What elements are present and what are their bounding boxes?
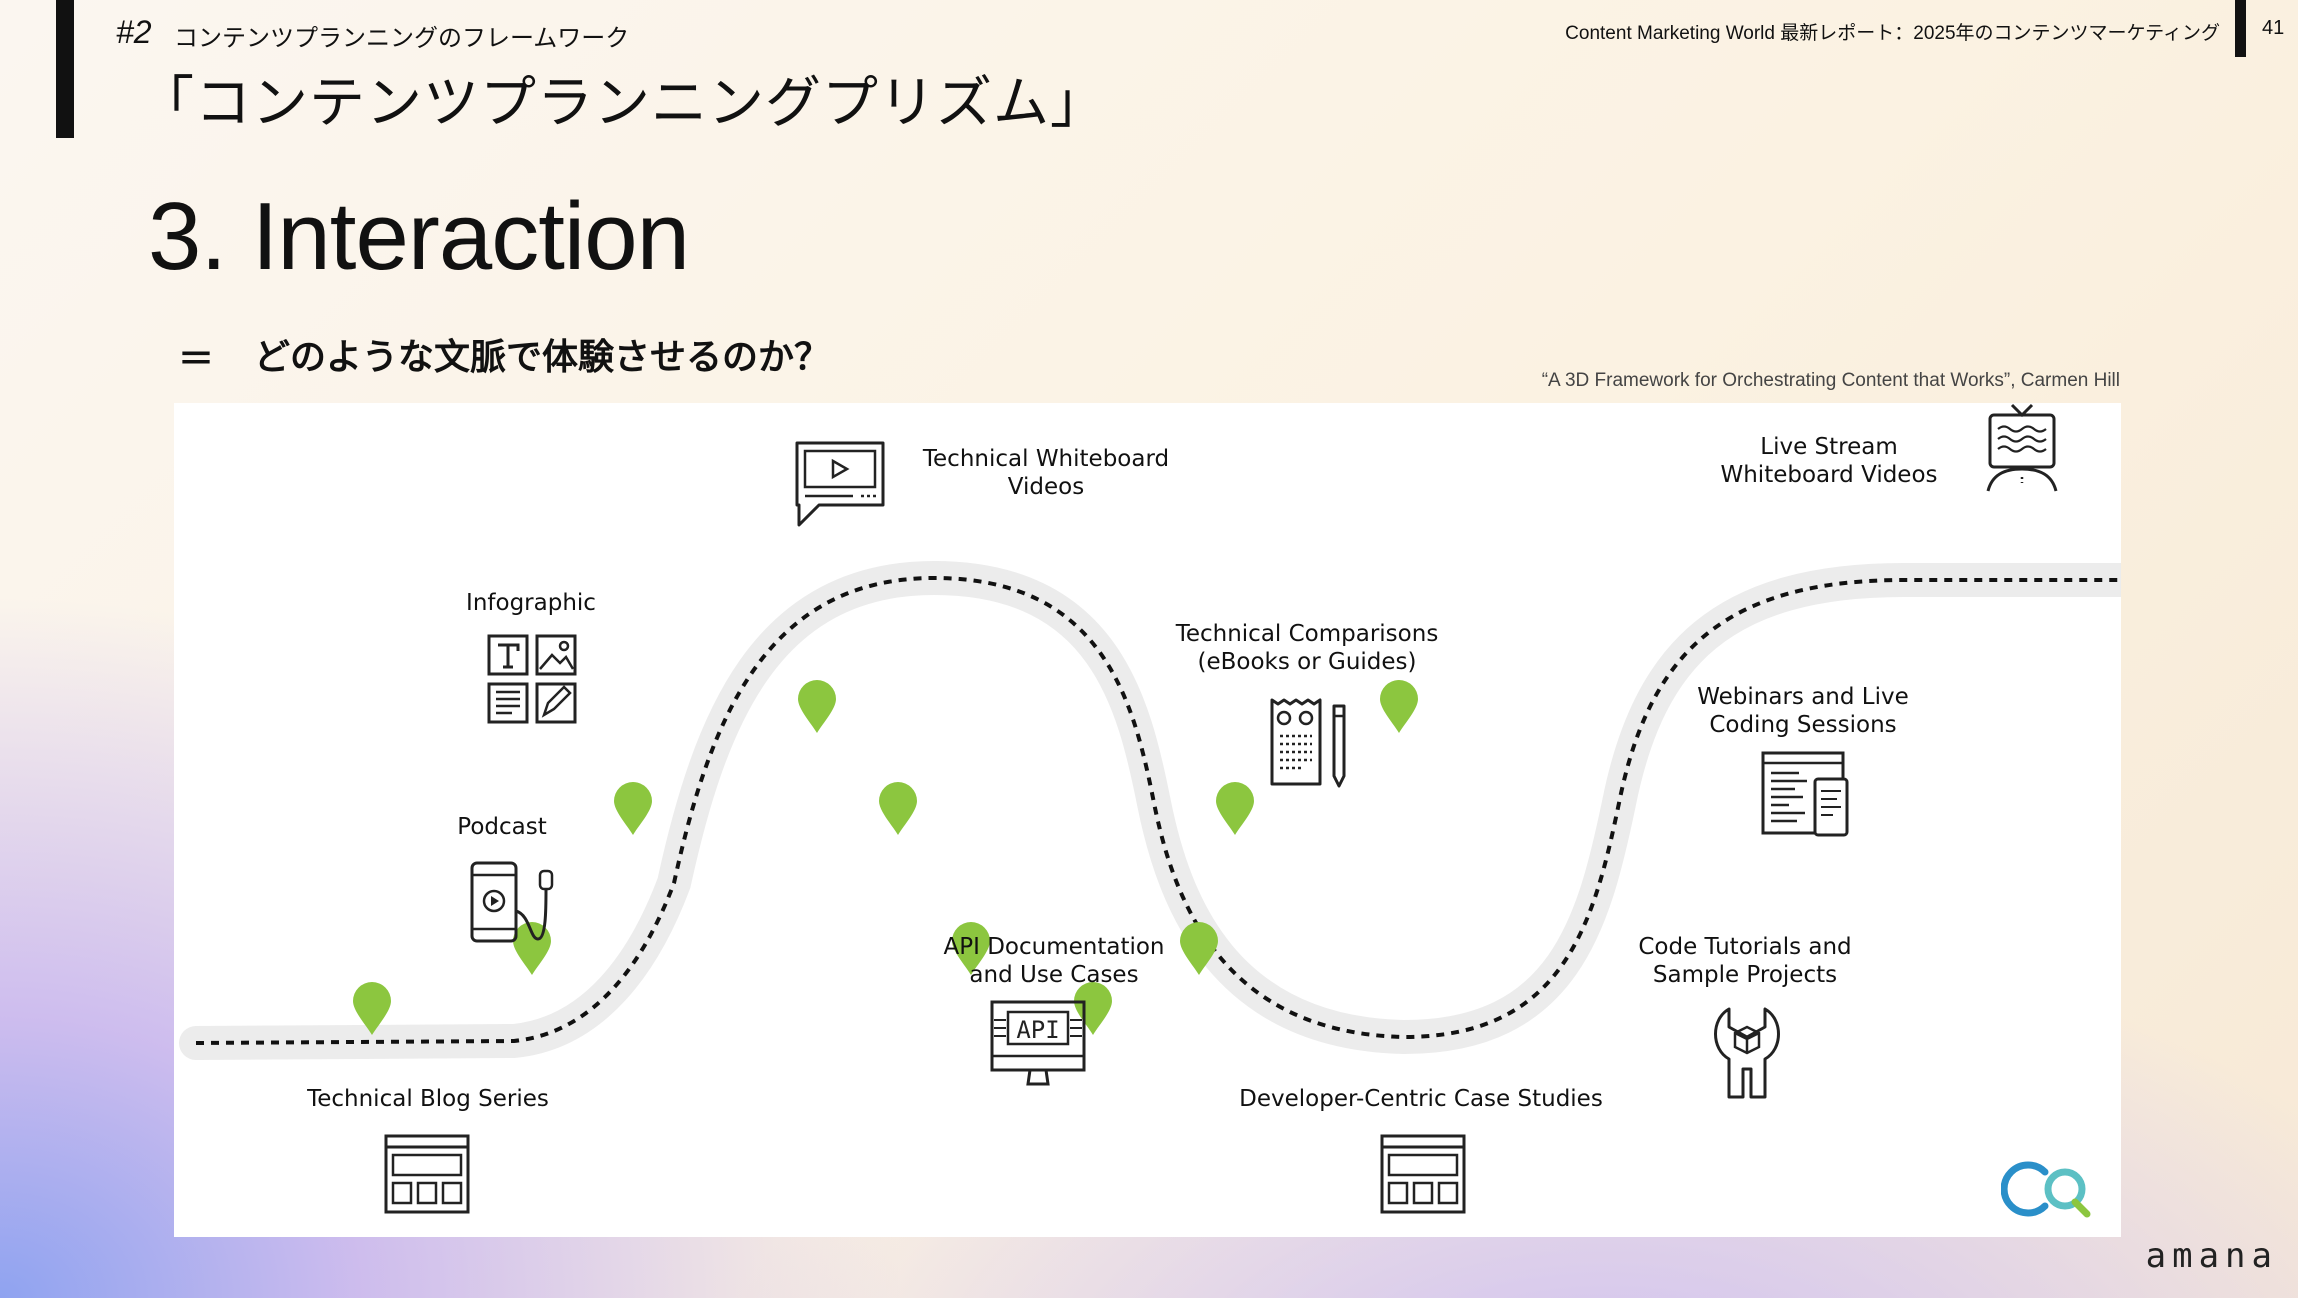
stage-label-developer-case-studies: Developer-Centric Case Studies <box>1239 1086 1603 1112</box>
phone-earphones-icon <box>470 861 554 943</box>
journey-path-svg <box>179 560 2121 1060</box>
stage-pin-technical-blog-series <box>353 982 391 1035</box>
brand-logo-text: amana <box>2145 1236 2278 1276</box>
stage-label-webinars: Webinars and Live Coding Sessions <box>1697 684 1909 738</box>
api-monitor-icon: API <box>990 1000 1086 1086</box>
wrench-cube-icon <box>1714 1007 1780 1099</box>
section-label: コンテンツプランニングのフレームワーク <box>174 24 630 52</box>
header-source-title: Content Marketing World 最新レポート：2025年のコンテ… <box>1565 23 2220 44</box>
journey-dashed-line <box>195 575 2121 1045</box>
equals-sign: ＝ <box>178 339 215 380</box>
slide-question: どのような文脈で体験させるのか？ <box>254 337 831 378</box>
stage-pin-infographic <box>614 782 652 835</box>
stage-label-code-tutorials: Code Tutorials and Sample Projects <box>1638 934 1852 988</box>
stage-pin-technical-comparisons <box>952 922 990 975</box>
stage-label-live-stream: Live Stream Whiteboard Videos <box>1720 434 1938 488</box>
journey-diagram: Technical Blog Series Podcast Infographi… <box>174 403 2121 1237</box>
page-heading: 「コンテンツプランニングプリズム」 <box>138 71 1107 136</box>
stage-pin-api-documentation <box>879 782 917 835</box>
stage-pin-webinars <box>1216 782 1254 835</box>
svg-text:API: API <box>1016 1016 1059 1044</box>
stage-label-api-documentation: API Documentation and Use Cases <box>943 934 1165 988</box>
stage-pin-live-stream <box>1380 680 1418 733</box>
stage-pin-developer-case-studies <box>1074 982 1112 1035</box>
stage-label-podcast: Podcast <box>457 814 547 840</box>
page-number-bar <box>2235 0 2246 57</box>
stage-label-technical-blog-series: Technical Blog Series <box>307 1086 549 1112</box>
stage-label-technical-comparisons: Technical Comparisons (eBooks or Guides) <box>1175 621 1439 675</box>
stage-label-technical-whiteboard-videos: Technical Whiteboard Videos <box>922 446 1170 500</box>
stage-pin-code-tutorials <box>1180 922 1218 975</box>
checklist-pencil-icon <box>1270 698 1346 788</box>
tv-presenter-icon <box>1986 403 2058 492</box>
page-number: 41 <box>2262 17 2285 39</box>
browser-window-icon <box>384 1134 470 1214</box>
infographic-grid-icon <box>487 634 577 724</box>
slide-title: 3. Interaction <box>148 183 690 290</box>
stage-pin-technical-whiteboard-videos <box>798 680 836 733</box>
company-logo-icon <box>2001 1161 2091 1218</box>
video-play-bubble-icon <box>795 441 885 527</box>
section-number: #2 <box>116 14 152 50</box>
browser-window-icon <box>1380 1134 1466 1214</box>
citation: “A 3D Framework for Orchestrating Conten… <box>1541 370 2120 391</box>
stage-label-infographic: Infographic <box>466 590 596 616</box>
header-accent-bar <box>56 0 74 138</box>
code-screens-icon <box>1761 751 1849 837</box>
